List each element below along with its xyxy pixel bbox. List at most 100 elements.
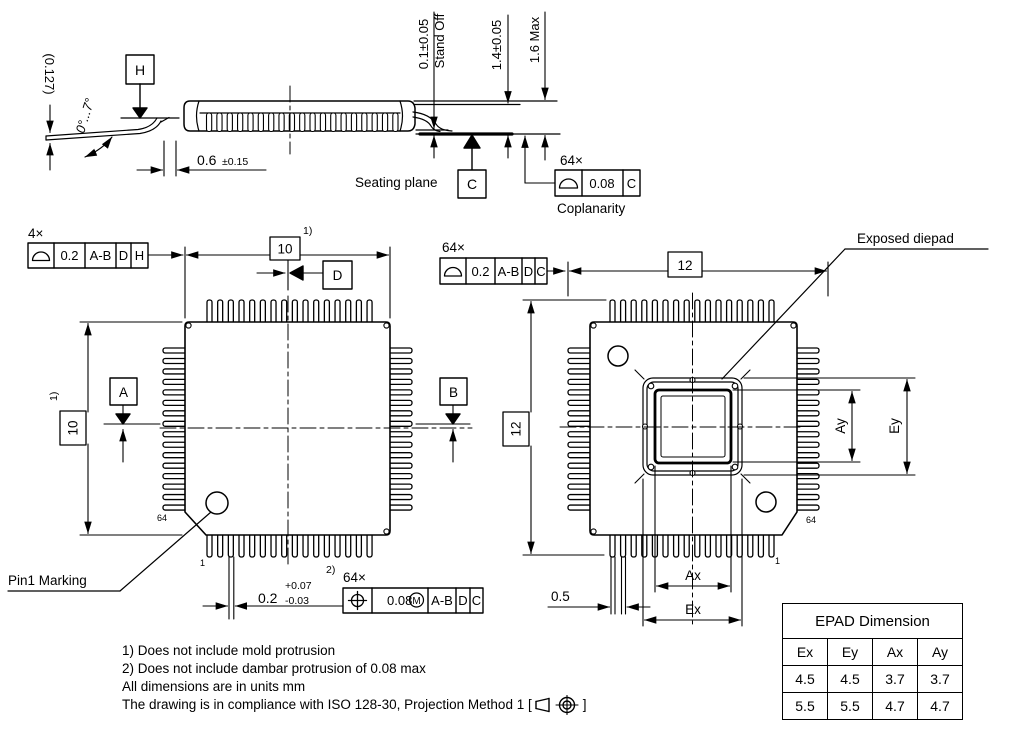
pin xyxy=(747,532,754,558)
pin xyxy=(162,399,188,407)
top-view xyxy=(7,236,484,620)
profile-of-surface-icon xyxy=(31,251,51,262)
pin xyxy=(387,378,413,386)
pin xyxy=(567,399,593,407)
pin xyxy=(334,532,341,558)
pin1-marking-label: Pin1 Marking xyxy=(8,573,87,588)
corner-datum-d: D xyxy=(119,248,128,263)
pin xyxy=(567,378,593,386)
pin xyxy=(302,532,309,558)
coplanarity-fcf xyxy=(521,135,641,197)
pin xyxy=(567,504,593,511)
pin xyxy=(238,532,245,558)
epad-cell: 5.5 xyxy=(782,692,828,720)
pin1-marking-leader xyxy=(7,511,212,592)
exposed-diepad-label: Exposed diepad xyxy=(857,231,954,246)
pin xyxy=(567,368,593,375)
side-height-value: 10 xyxy=(66,420,81,435)
pin xyxy=(319,112,327,133)
pin xyxy=(355,299,363,325)
bottom-view-pin1-label: 1 xyxy=(775,556,780,566)
pin xyxy=(162,347,188,354)
datum-a-label: A xyxy=(119,385,128,400)
pin xyxy=(567,441,593,448)
coplanarity-label: Coplanarity xyxy=(557,201,626,216)
pin xyxy=(694,532,701,558)
pin xyxy=(313,299,320,325)
pin xyxy=(387,410,413,417)
epad-cell: 4.5 xyxy=(827,665,873,693)
ex-label: Ex xyxy=(685,602,701,617)
pin xyxy=(249,532,256,558)
pin xyxy=(757,299,765,325)
top-view-pin1-label: 1 xyxy=(200,558,205,568)
datum-h-flag xyxy=(125,54,155,119)
lead-note-ref: 2) xyxy=(326,564,335,576)
dim-top-width xyxy=(184,236,391,319)
ref-thickness-label: (0.127) xyxy=(42,53,57,94)
pin xyxy=(794,462,820,469)
pin xyxy=(387,441,413,448)
orientation-circle-top xyxy=(607,345,629,367)
width-note-ref: 1) xyxy=(303,225,312,237)
pin xyxy=(794,504,820,511)
pin xyxy=(387,389,413,396)
mmc-modifier-label: M xyxy=(412,596,420,607)
pin xyxy=(268,112,275,133)
pin xyxy=(715,532,722,558)
note-projection-close-bracket: ] xyxy=(582,697,587,712)
pin xyxy=(387,452,413,459)
pin xyxy=(162,504,188,511)
coplanarity-tol: 0.08 xyxy=(589,176,614,191)
lead-width-tol-minus: -0.03 xyxy=(285,595,309,607)
pin xyxy=(249,299,256,325)
mmc-modifier-icon xyxy=(408,592,425,608)
pitch-value: 0.5 xyxy=(551,589,570,604)
profile-qty: 64× xyxy=(442,240,465,255)
bottom-width-value: 12 xyxy=(677,258,692,273)
pin xyxy=(725,299,733,325)
pin xyxy=(302,299,309,325)
seating-plane-label: Seating plane xyxy=(355,175,438,190)
epad-table-header-row: Ex Ey Ax Ay xyxy=(782,638,963,666)
diepad-leader xyxy=(721,248,989,380)
profile-datum-c: C xyxy=(536,264,545,279)
pin xyxy=(270,299,277,325)
pin xyxy=(227,532,234,558)
pin xyxy=(662,299,669,325)
pin xyxy=(694,299,701,325)
pin xyxy=(641,299,648,325)
height-note-ref: 1) xyxy=(48,392,60,401)
pin xyxy=(794,441,820,448)
pin xyxy=(162,462,188,469)
pin xyxy=(757,532,765,558)
pin xyxy=(794,472,820,480)
position-qty: 64× xyxy=(343,570,366,585)
pin xyxy=(309,112,316,133)
pin xyxy=(313,532,320,558)
pin xyxy=(162,410,188,417)
pin xyxy=(323,299,331,325)
pin xyxy=(334,299,341,325)
profile-of-surface-icon xyxy=(558,178,579,189)
position-datum-d: D xyxy=(458,593,467,608)
lead-width-tol-plus: +0.07 xyxy=(285,580,312,592)
lead-angle-label: 0°...7° xyxy=(73,96,98,135)
pin xyxy=(619,299,627,325)
pin xyxy=(361,112,368,133)
pin xyxy=(162,368,188,375)
pin xyxy=(205,112,213,133)
pin xyxy=(281,299,288,325)
pin xyxy=(387,420,413,427)
profile-datum-ab: A-B xyxy=(498,264,520,279)
pin xyxy=(226,112,233,133)
pin xyxy=(238,299,245,325)
pin xyxy=(672,299,680,325)
pin xyxy=(162,441,188,448)
pin xyxy=(162,431,188,438)
pin xyxy=(387,462,413,469)
pin xyxy=(257,112,264,133)
dim-bottom-width xyxy=(567,251,829,297)
pin xyxy=(567,389,593,396)
